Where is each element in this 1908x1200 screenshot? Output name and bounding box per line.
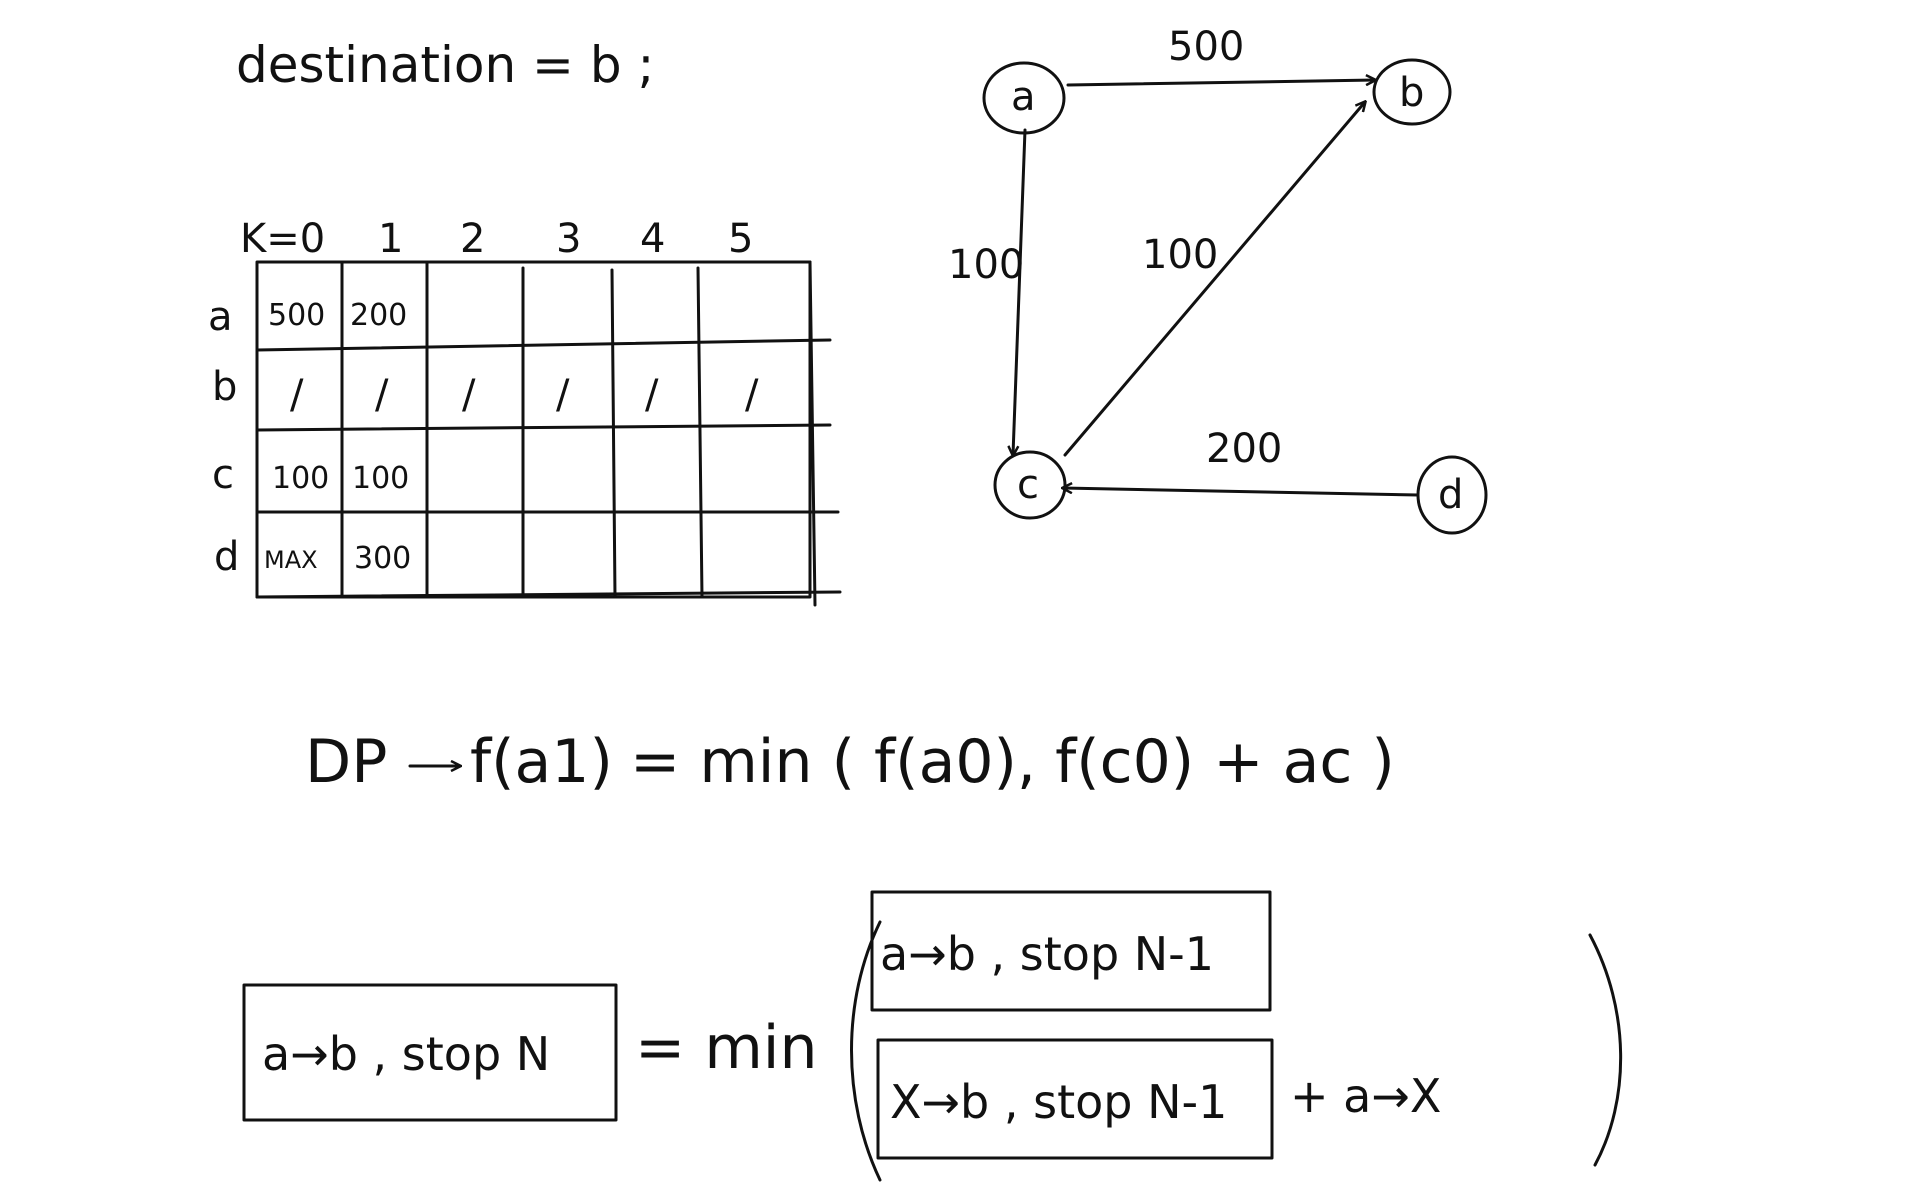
row-label-b: b	[212, 364, 237, 410]
col-header: 3	[556, 216, 581, 262]
rec-lhs: a→b , stop N	[262, 1027, 550, 1081]
row-label-d: d	[214, 534, 239, 580]
graph-diagram: a b c d 500 100 100 200	[948, 24, 1488, 535]
table-cell: 100	[272, 461, 329, 496]
node-c-label: c	[1017, 462, 1039, 508]
rec-eq: = min	[635, 1013, 818, 1083]
table-row-labels: a b c d	[208, 294, 239, 580]
rec-left-paren	[850, 920, 882, 1182]
col-header: 4	[640, 216, 665, 262]
rec-term1: a→b , stop N-1	[880, 927, 1214, 981]
node-b-label: b	[1399, 70, 1424, 116]
col-header: 5	[728, 216, 753, 262]
table-cell: /	[290, 372, 304, 418]
edge-a-b	[1066, 80, 1375, 87]
node-b: b	[1372, 58, 1452, 126]
row-label-c: c	[212, 452, 234, 498]
dp-table: K=0 1 2 3 4 5 a b c d	[208, 216, 842, 607]
row-label-a: a	[208, 294, 233, 340]
dp-prefix: DP	[305, 727, 387, 797]
table-grid	[255, 260, 842, 607]
edge-c-b	[1063, 102, 1365, 457]
col-header: 2	[460, 216, 485, 262]
col-header: 1	[378, 216, 403, 262]
table-cell: /	[556, 372, 570, 418]
table-column-headers: K=0 1 2 3 4 5	[240, 216, 753, 262]
edge-weight-a-b: 500	[1168, 24, 1244, 70]
table-cells: 500 200 / / / / / / 100 100 MAX 300	[264, 298, 759, 576]
edge-a-c	[1013, 128, 1027, 455]
edge-weight-c-b: 100	[1142, 232, 1218, 278]
rec-lhs-box	[242, 983, 618, 1122]
table-cell: 500	[268, 298, 325, 333]
dp-formula: DP f(a1) = min ( f(a0), f(c0) + ac )	[305, 727, 1395, 797]
table-cell: /	[745, 372, 759, 418]
table-cell: 200	[350, 298, 407, 333]
destination-header: destination = b ;	[236, 36, 654, 94]
rec-term2-box	[876, 1038, 1274, 1160]
dp-lhs: f(a1)	[470, 727, 613, 797]
table-cell: /	[645, 372, 659, 418]
table-cell: /	[375, 372, 389, 418]
node-d-label: d	[1438, 472, 1463, 518]
recurrence-formula: a→b , stop N = min a→b , stop N-1 X→b , …	[242, 890, 1623, 1182]
table-cell: /	[462, 372, 476, 418]
node-d: d	[1416, 455, 1488, 535]
rec-term2-add: + a→X	[1290, 1069, 1441, 1123]
table-cell: 100	[352, 461, 409, 496]
edge-d-c	[1063, 488, 1420, 497]
table-cell: MAX	[264, 546, 318, 574]
table-cell: 300	[354, 541, 411, 576]
rec-term2: X→b , stop N-1	[890, 1075, 1227, 1129]
dp-rhs: = min ( f(a0), f(c0) + ac )	[630, 727, 1395, 797]
edge-weight-d-c: 200	[1206, 426, 1282, 472]
rec-term1-box	[870, 890, 1272, 1012]
node-c: c	[993, 450, 1067, 520]
col-header: K=0	[240, 216, 325, 262]
node-a-label: a	[1011, 74, 1036, 120]
rec-right-paren	[1588, 933, 1623, 1167]
node-a: a	[982, 61, 1066, 135]
edge-weight-a-c: 100	[948, 242, 1024, 288]
